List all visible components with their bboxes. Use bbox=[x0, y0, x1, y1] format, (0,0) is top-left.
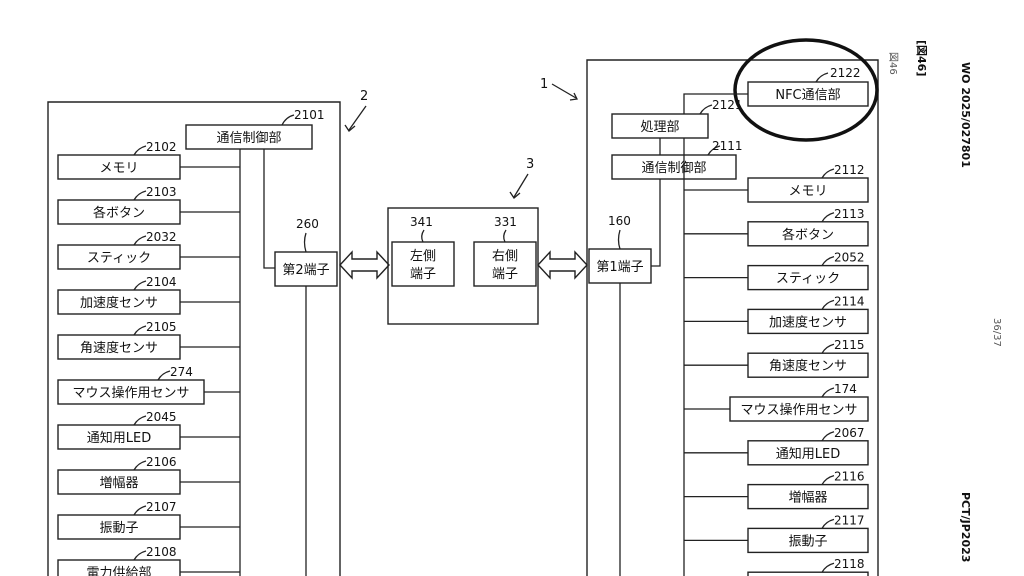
left-item-1: メモリ 2102 bbox=[57, 140, 240, 180]
left-item-ref: 2108 bbox=[146, 545, 177, 559]
left-item-label: スティック bbox=[87, 251, 151, 266]
left-item-7: 通知用LED 2045 bbox=[57, 410, 240, 450]
left-item-label: 振動子 bbox=[99, 521, 138, 536]
left-item-ref: 2103 bbox=[146, 185, 177, 199]
device-right: 1 NFC通信部 2122 処理部 2121 通信制御部 2111 第1端子 1… bbox=[540, 38, 879, 576]
right-item-3: スティック 2052 bbox=[684, 251, 869, 291]
left-item-label: 加速度センサ bbox=[80, 295, 158, 311]
page-number: 36/37 bbox=[991, 318, 1002, 347]
left-item-label: メモリ bbox=[99, 161, 138, 176]
left-item-3: スティック 2032 bbox=[57, 230, 240, 270]
left-item-9: 振動子 2107 bbox=[57, 500, 240, 540]
right-item-9: 振動子 2117 bbox=[684, 513, 869, 554]
left-side-terminal-line2: 端子 bbox=[410, 267, 436, 282]
left-side-terminal-ref: 341 bbox=[410, 215, 433, 229]
double-arrow-left bbox=[339, 250, 390, 280]
figure-label: [図46] bbox=[915, 40, 929, 76]
left-item-label: 増幅器 bbox=[99, 476, 138, 491]
right-item-1: メモリ 2112 bbox=[684, 163, 869, 203]
double-arrow-right bbox=[537, 250, 588, 280]
left-item-ref: 2032 bbox=[146, 230, 177, 244]
right-item-5: 角速度センサ 2115 bbox=[684, 338, 869, 378]
right-item-ref: 2118 bbox=[834, 557, 865, 571]
left-item-4: 加速度センサ 2104 bbox=[57, 275, 240, 315]
left-item-6: マウス操作用センサ 274 bbox=[57, 365, 240, 405]
right-item-7: 通知用LED 2067 bbox=[684, 426, 869, 466]
right-item-ref: 2115 bbox=[834, 338, 865, 352]
right-item-label: 振動子 bbox=[788, 534, 827, 549]
figure-name: 図46 bbox=[887, 52, 899, 75]
right-item-ref: 2067 bbox=[834, 426, 865, 440]
left-terminal-label: 第2端子 bbox=[282, 263, 329, 278]
left-item-10: 電力供給部 2108 bbox=[57, 545, 240, 576]
right-item-ref: 2116 bbox=[834, 470, 865, 484]
processor-ref: 2121 bbox=[712, 98, 743, 112]
right-item-8: 増幅器 2116 bbox=[684, 470, 869, 510]
left-item-5: 角速度センサ 2105 bbox=[57, 320, 240, 360]
right-item-4: 加速度センサ 2114 bbox=[684, 294, 869, 335]
right-item-6: マウス操作用センサ 174 bbox=[684, 382, 869, 422]
left-item-ref: 2106 bbox=[146, 455, 177, 469]
left-item-ref: 2045 bbox=[146, 410, 177, 424]
left-item-label: 角速度センサ bbox=[80, 340, 158, 356]
left-item-ref: 274 bbox=[170, 365, 193, 379]
right-item-ref: 2052 bbox=[834, 251, 865, 265]
left-item-ref: 2102 bbox=[146, 140, 177, 154]
right-item-label: 角速度センサ bbox=[769, 358, 847, 374]
right-terminal-ref: 160 bbox=[608, 214, 631, 228]
main-unit-ref: 3 bbox=[526, 157, 534, 172]
left-item-ref: 2107 bbox=[146, 500, 177, 514]
left-comm-ctrl-ref: 2101 bbox=[294, 108, 325, 122]
left-side-terminal-line1: 左側 bbox=[410, 249, 436, 264]
left-comm-ctrl-label: 通信制御部 bbox=[216, 131, 281, 146]
right-side-terminal-line2: 端子 bbox=[492, 267, 518, 282]
main-unit: 3 左側 端子 341 右側 端子 331 bbox=[339, 157, 588, 325]
right-item-ref: 2117 bbox=[834, 513, 865, 527]
right-item-ref: 2113 bbox=[834, 207, 865, 221]
right-item-label: 増幅器 bbox=[788, 491, 827, 506]
right-terminal-label: 第1端子 bbox=[596, 260, 643, 275]
publication-number: WO 2025/027801 bbox=[959, 62, 972, 168]
right-item-label: 通知用LED bbox=[776, 446, 840, 462]
right-item-label: 加速度センサ bbox=[769, 314, 847, 330]
left-item-ref: 2105 bbox=[146, 320, 177, 334]
right-item-label: メモリ bbox=[788, 184, 827, 199]
device-right-ref: 1 bbox=[540, 77, 548, 92]
right-side-terminal-ref: 331 bbox=[494, 215, 517, 229]
nfc-highlight-circle bbox=[733, 38, 879, 142]
right-item-label: マウス操作用センサ bbox=[740, 402, 857, 418]
right-item-ref: 174 bbox=[834, 382, 857, 396]
left-terminal-ref: 260 bbox=[296, 217, 319, 231]
right-item-ref: 2114 bbox=[834, 294, 865, 308]
processor-label: 処理部 bbox=[640, 120, 679, 135]
left-item-ref: 2104 bbox=[146, 275, 177, 289]
left-item-label: 電力供給部 bbox=[86, 566, 151, 576]
right-item-label: スティック bbox=[776, 272, 840, 287]
right-item-label: 各ボタン bbox=[782, 227, 834, 243]
right-item-10: 電力供給部2118 bbox=[747, 557, 869, 576]
left-item-8: 増幅器 2106 bbox=[57, 455, 240, 495]
right-side-terminal-line1: 右側 bbox=[492, 249, 518, 264]
application-number: PCT/JP2023 bbox=[959, 492, 972, 562]
nfc-label: NFC通信部 bbox=[775, 88, 840, 103]
left-item-label: 各ボタン bbox=[93, 205, 145, 221]
device-left-ref: 2 bbox=[360, 89, 368, 104]
left-item-label: マウス操作用センサ bbox=[72, 385, 189, 401]
left-item-label: 通知用LED bbox=[87, 430, 151, 446]
right-comm-ctrl-ref: 2111 bbox=[712, 139, 743, 153]
right-comm-ctrl-label: 通信制御部 bbox=[641, 161, 706, 176]
right-item-ref: 2112 bbox=[834, 163, 865, 177]
nfc-ref: 2122 bbox=[830, 66, 861, 80]
